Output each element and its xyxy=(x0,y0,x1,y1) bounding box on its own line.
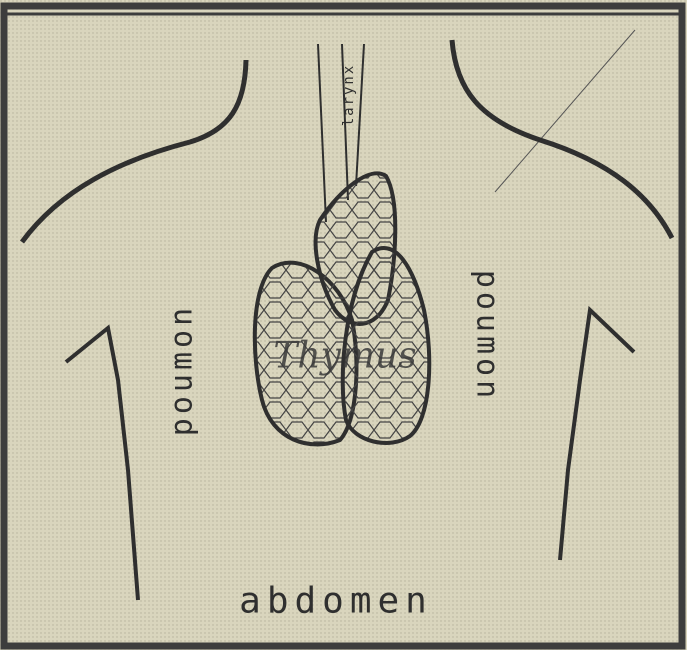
larynx-label: larynx xyxy=(341,64,357,127)
abdomen-label: abdomen xyxy=(239,581,433,622)
right-lung-label: poumon xyxy=(470,270,505,402)
left-lung-label: poumon xyxy=(165,304,200,436)
thymus-label: Thymus xyxy=(273,336,416,377)
